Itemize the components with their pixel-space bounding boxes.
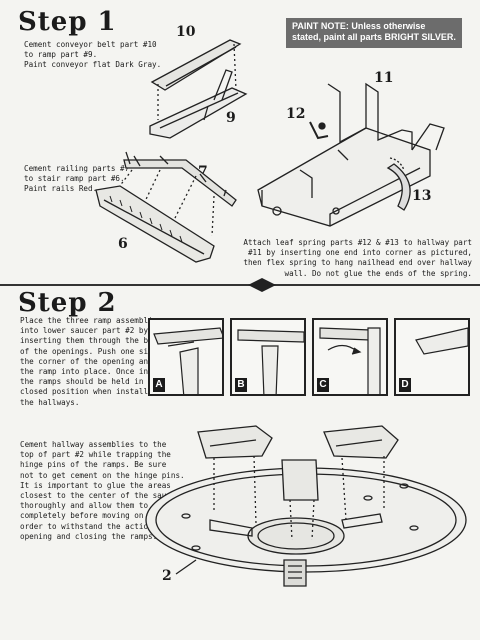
detail-panel-c: C [312,318,388,396]
step-2-title: Step 2 [18,288,117,318]
callout-part-12: 12 [286,106,306,122]
step-1-instruction-conveyor: Cement conveyor belt part #10 to ramp pa… [24,40,162,70]
panel-label-b: B [235,378,247,392]
callout-part-2: 2 [162,568,172,584]
detail-panel-d: D [394,318,470,396]
detail-panel-b: B [230,318,306,396]
callout-part-7: 7 [198,164,208,180]
panel-label-c: C [317,378,329,392]
panel-label-a: A [153,378,165,392]
callout-part-9: 9 [226,110,236,126]
step-divider [0,284,480,286]
step-1-title: Step 1 [18,7,117,37]
step-1-instruction-springs: Attach leaf spring parts #12 & #13 to ha… [243,238,472,278]
paint-note: PAINT NOTE: Unless otherwise stated, pai… [286,18,462,48]
step-2-instruction-hallways: Cement hallway assemblies to the top of … [20,440,185,541]
callout-part-13: 13 [412,188,432,204]
callout-part-6: 6 [118,236,128,252]
callout-part-10: 10 [176,24,196,40]
detail-panel-a: A [148,318,224,396]
callout-part-11: 11 [374,70,394,86]
step-1-instruction-railing: Cement railing parts #7 to stair ramp pa… [24,164,130,194]
panel-label-d: D [399,378,411,392]
